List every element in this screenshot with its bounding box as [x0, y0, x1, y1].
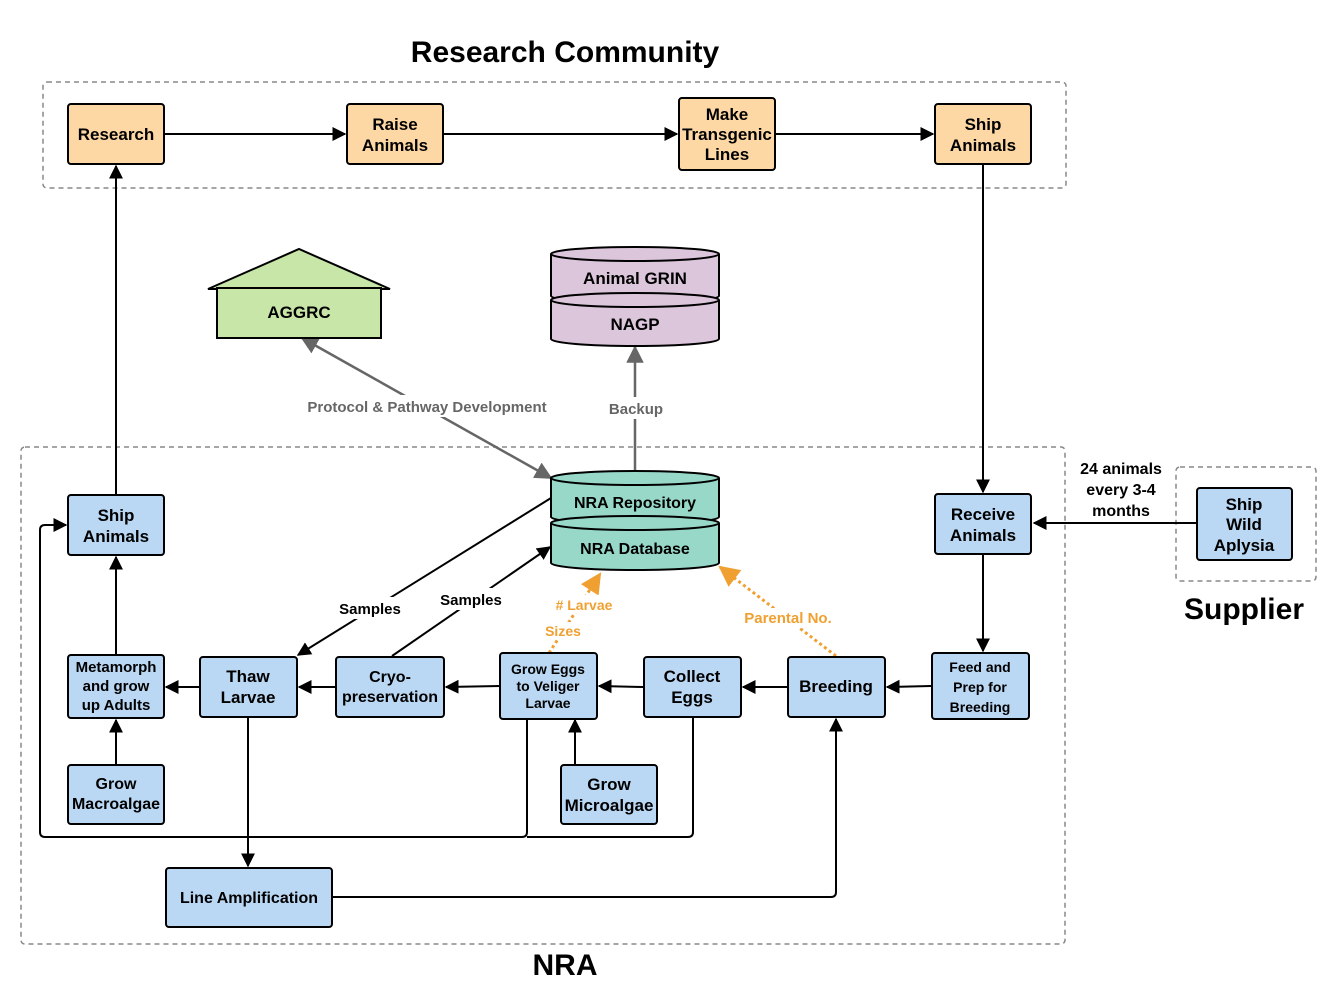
svg-text:Ship: Ship [1226, 495, 1263, 514]
svg-text:NAGP: NAGP [610, 315, 659, 334]
svg-text:Grow: Grow [587, 775, 631, 794]
svg-text:Animal GRIN: Animal GRIN [583, 269, 687, 288]
svg-text:Animals: Animals [950, 526, 1016, 545]
research-community-title: Research Community [411, 36, 720, 69]
node-metamorph: Metamorph and grow up Adults [67, 654, 165, 719]
svg-text:Ship: Ship [965, 115, 1002, 134]
edge-label-protocol: Protocol & Pathway Development [296, 395, 558, 417]
svg-text:Backup: Backup [609, 401, 663, 418]
svg-text:Eggs: Eggs [671, 688, 713, 707]
research-community-group [42, 81, 1067, 189]
svg-text:24 animals: 24 animals [1080, 461, 1162, 478]
svg-text:# Larvae: # Larvae [556, 597, 613, 613]
svg-text:Animals: Animals [362, 136, 428, 155]
edge-feed-to-breeding [885, 679, 932, 694]
node-ship-animals-nra: Ship Animals [67, 494, 165, 556]
svg-text:Samples: Samples [339, 601, 401, 618]
svg-text:Grow Eggs: Grow Eggs [511, 661, 585, 677]
svg-text:Breeding: Breeding [799, 677, 873, 696]
svg-text:Microalgae: Microalgae [565, 796, 654, 815]
svg-text:Lines: Lines [705, 145, 749, 164]
node-receive-animals: Receive Animals [934, 493, 1032, 555]
node-thaw-larvae: Thaw Larvae [199, 656, 298, 718]
svg-text:Protocol & Pathway Development: Protocol & Pathway Development [307, 399, 546, 416]
svg-text:Thaw: Thaw [226, 667, 270, 686]
edges [39, 127, 1196, 898]
node-grow-microalgae: Grow Microalgae [560, 764, 658, 825]
node-raise-animals: Raise Animals [346, 103, 444, 165]
node-grow-macroalgae: Grow Macroalgae [67, 764, 165, 825]
svg-text:Metamorph: Metamorph [76, 659, 157, 676]
svg-text:Parental No.: Parental No. [744, 610, 832, 627]
svg-text:Animals: Animals [83, 527, 149, 546]
edge-label-samples-left: Samples [334, 597, 406, 619]
node-research: Research [67, 103, 165, 165]
svg-text:preservation: preservation [342, 689, 438, 706]
svg-text:and grow: and grow [83, 678, 150, 695]
node-aggrc: AGGRC [207, 247, 391, 339]
edge-grow-eggs-loop [39, 518, 528, 838]
svg-text:Prep for: Prep for [953, 679, 1007, 695]
svg-text:months: months [1092, 503, 1150, 520]
svg-text:Animals: Animals [950, 136, 1016, 155]
svg-text:Grow: Grow [96, 776, 137, 793]
svg-text:Cryo-: Cryo- [369, 669, 411, 686]
svg-text:every 3-4: every 3-4 [1086, 482, 1155, 499]
svg-text:Wild: Wild [1226, 515, 1262, 534]
svg-text:Transgenic: Transgenic [682, 125, 772, 144]
svg-text:Larvae: Larvae [525, 695, 570, 711]
svg-text:NRA Database: NRA Database [580, 541, 690, 558]
svg-text:Line Amplification: Line Amplification [180, 890, 318, 907]
supplier-title: Supplier [1184, 593, 1304, 626]
edge-label-larvae-sizes: # Larvae Sizes [540, 595, 619, 640]
edge-collect-eggs-loop [527, 717, 694, 838]
svg-text:to Veliger: to Veliger [516, 678, 580, 694]
node-line-amplification: Line Amplification [165, 867, 333, 928]
edge-label-backup: Backup [603, 397, 669, 419]
nra-title: NRA [533, 949, 598, 982]
node-nagp: NAGP [550, 292, 720, 347]
node-nra-repository: NRA Repository [550, 470, 720, 525]
svg-text:Collect: Collect [664, 667, 721, 686]
node-collect-eggs: Collect Eggs [643, 656, 742, 718]
svg-text:Breeding: Breeding [950, 699, 1011, 715]
edge-label-supply: 24 animals every 3-4 months [1080, 461, 1162, 520]
edge-grow-eggs-to-cryo [444, 679, 501, 694]
edge-repository-to-thaw-samples [296, 497, 552, 656]
svg-text:Research: Research [78, 125, 155, 144]
edge-label-parental: Parental No. [737, 608, 839, 628]
edge-collect-to-grow-eggs [597, 679, 644, 694]
node-make-transgenic-lines: Make Transgenic Lines [678, 97, 776, 171]
svg-text:Ship: Ship [98, 506, 135, 525]
svg-text:Feed and: Feed and [949, 659, 1010, 675]
svg-text:Sizes: Sizes [545, 623, 581, 639]
svg-text:Aplysia: Aplysia [1214, 536, 1275, 555]
svg-text:Receive: Receive [951, 505, 1015, 524]
node-breeding: Breeding [787, 656, 886, 718]
node-ship-wild-aplysia: Ship Wild Aplysia [1196, 487, 1293, 561]
svg-text:up Adults: up Adults [82, 697, 151, 714]
node-cryopreservation: Cryo- preservation [335, 656, 445, 718]
node-ship-animals-research: Ship Animals [934, 103, 1032, 165]
svg-text:Make: Make [706, 105, 749, 124]
edge-label-samples-right: Samples [435, 588, 507, 610]
node-nra-database: NRA Database [550, 515, 720, 571]
svg-text:AGGRC: AGGRC [267, 303, 330, 322]
svg-text:NRA Repository: NRA Repository [574, 495, 696, 512]
svg-text:Larvae: Larvae [221, 688, 276, 707]
edge-larvae-sizes [547, 572, 602, 654]
node-grow-eggs: Grow Eggs to Veliger Larvae [499, 652, 598, 720]
edge-line-amp-to-breeding [333, 717, 843, 898]
svg-text:Raise: Raise [372, 115, 417, 134]
node-feed-prep: Feed and Prep for Breeding [931, 652, 1030, 720]
svg-text:Samples: Samples [440, 592, 502, 609]
svg-text:Macroalgae: Macroalgae [72, 796, 160, 813]
